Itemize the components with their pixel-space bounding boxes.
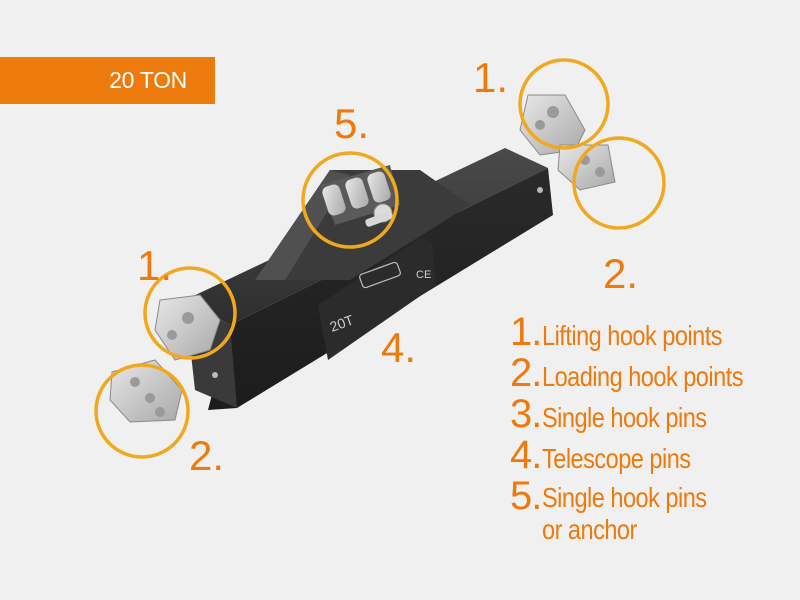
callout-2-left: 2. bbox=[189, 432, 225, 479]
highlight-circle-lifting-right bbox=[518, 58, 610, 150]
legend-item: 2. Loading hook points bbox=[510, 353, 795, 394]
legend-number: 1. bbox=[510, 310, 542, 354]
gusset-plate bbox=[255, 170, 470, 280]
callout-1-right: 1. bbox=[473, 54, 509, 101]
highlight-circle-lifting-left bbox=[143, 266, 237, 360]
callout-1-left: 1. bbox=[137, 242, 173, 289]
legend-item: 4. Telescope pins bbox=[510, 435, 795, 476]
callout-4-center: 4. bbox=[381, 324, 417, 371]
callout-2-right: 2. bbox=[603, 250, 639, 297]
legend: 1. Lifting hook points 2. Loading hook p… bbox=[510, 312, 795, 546]
legend-label-line2: or anchor bbox=[542, 514, 637, 545]
legend-number: 5. bbox=[510, 474, 542, 518]
legend-label: Single hook pins bbox=[542, 402, 707, 433]
left-lifting-lug bbox=[154, 294, 221, 361]
legend-label: Loading hook points bbox=[542, 361, 743, 392]
legend-number: 4. bbox=[510, 433, 542, 477]
center-plate bbox=[318, 238, 436, 360]
highlight-circle-anchor bbox=[301, 151, 399, 249]
legend-label: Telescope pins bbox=[542, 443, 691, 474]
highlight-circle-loading-right bbox=[572, 136, 666, 230]
legend-number: 2. bbox=[510, 351, 542, 395]
legend-label: Lifting hook points bbox=[542, 320, 723, 351]
anchor-pin-assembly bbox=[320, 165, 400, 227]
legend-item: 5. Single hook pins or anchor bbox=[510, 476, 795, 546]
highlight-circle-loading-left bbox=[94, 363, 190, 459]
callout-5-top: 5. bbox=[334, 100, 370, 147]
legend-number: 3. bbox=[510, 392, 542, 436]
legend-label-line1: Single hook pins bbox=[542, 482, 707, 513]
left-loading-plate bbox=[109, 359, 183, 423]
right-loading-plate bbox=[557, 144, 616, 191]
svg-text:CE: CE bbox=[416, 269, 431, 281]
legend-item: 1. Lifting hook points bbox=[510, 312, 795, 353]
legend-item: 3. Single hook pins bbox=[510, 394, 795, 435]
capacity-badge: 20 TON bbox=[0, 57, 215, 104]
beam-marking: 20T bbox=[328, 311, 357, 334]
legend-label: Single hook pins or anchor bbox=[542, 482, 707, 546]
